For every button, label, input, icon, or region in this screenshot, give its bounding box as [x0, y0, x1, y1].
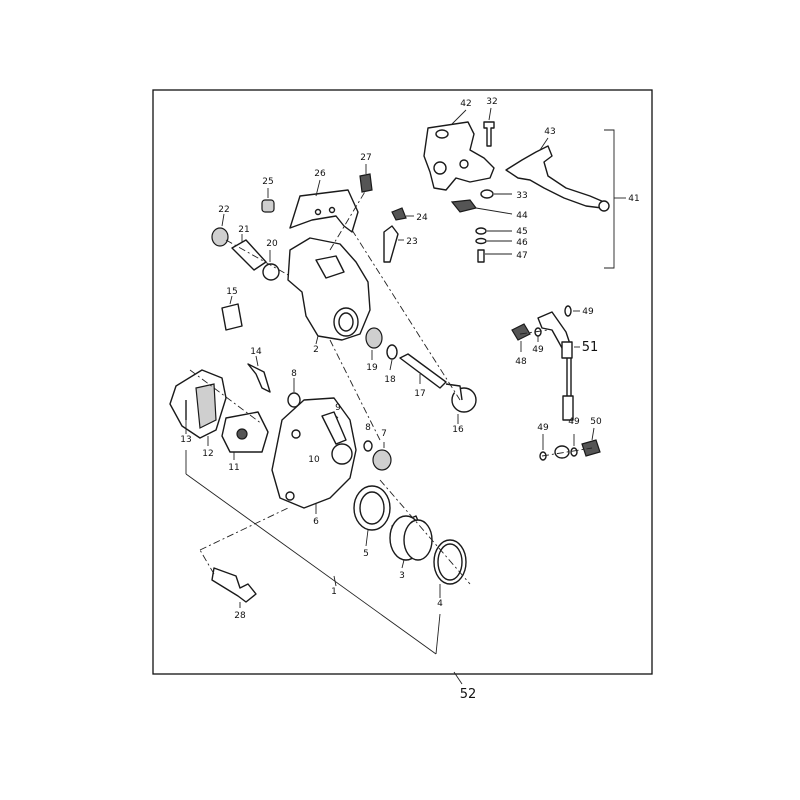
slide-pin-9	[321, 411, 347, 445]
callout-18: 18	[384, 375, 396, 385]
callout-26: 26	[314, 169, 326, 179]
callout-42: 42	[460, 99, 471, 109]
sleeve-20	[262, 263, 280, 281]
callout-5: 5	[363, 549, 369, 559]
bleeder-screw-23	[383, 225, 399, 263]
washer-8-b	[363, 440, 373, 452]
callout-52: 52	[460, 687, 477, 702]
callout-22: 22	[218, 205, 229, 215]
diagram-frame	[152, 89, 653, 675]
callout-44: 44	[516, 211, 528, 221]
clamp-hole	[433, 161, 447, 175]
callout-6: 6	[313, 517, 319, 527]
boot-25	[261, 199, 275, 213]
callout-20: 20	[266, 239, 278, 249]
piston-assembly	[211, 485, 467, 608]
callout-9: 9	[335, 403, 341, 413]
callout-4: 4	[437, 599, 443, 609]
callout-15: 15	[226, 287, 237, 297]
callout-28: 28	[234, 611, 246, 621]
callout-49-a: 49	[582, 307, 594, 317]
seal-19	[365, 327, 383, 349]
washer-49-a	[564, 305, 572, 317]
washer-46	[475, 237, 487, 245]
boot-7	[372, 449, 392, 471]
washer-45	[475, 227, 487, 235]
guide-pin-17	[399, 353, 447, 389]
pivot-bolt	[483, 121, 495, 147]
callout-8-b: 8	[365, 423, 371, 433]
callout-49-d: 49	[568, 417, 580, 427]
callout-3: 3	[399, 571, 405, 581]
callout-10: 10	[308, 455, 320, 465]
caliper-assembly	[211, 164, 477, 424]
callout-48: 48	[515, 357, 527, 367]
brake-lever	[505, 145, 605, 209]
boot-22	[211, 227, 229, 247]
spring-clip-14	[247, 363, 271, 393]
callout-21: 21	[238, 225, 249, 235]
callout-47: 47	[516, 251, 527, 261]
callout-24: 24	[416, 213, 428, 223]
screw-47	[477, 249, 485, 263]
callout-labels: 1 2 3 4 5 6 7 8 8 9 10 11 12 13 14 15 16…	[180, 97, 639, 702]
hose-banjo-bottom	[554, 445, 570, 459]
center-lines	[189, 189, 593, 585]
slide-pin-21	[231, 239, 267, 271]
bleeder-cap-24	[391, 207, 407, 221]
callout-17: 17	[414, 389, 425, 399]
bracket-41	[604, 129, 615, 269]
pad-backing-12	[195, 383, 217, 429]
callout-12: 12	[202, 449, 213, 459]
washer-49-d	[570, 447, 578, 457]
callout-50: 50	[590, 417, 602, 427]
callout-27: 27	[360, 153, 371, 163]
pivot-hole	[459, 159, 469, 169]
callout-7: 7	[381, 429, 387, 439]
callout-23: 23	[406, 237, 417, 247]
callout-41: 41	[628, 194, 639, 204]
hose-fitting	[561, 341, 573, 359]
callout-43: 43	[544, 127, 555, 137]
callout-8-a: 8	[291, 369, 297, 379]
brake-hose-assembly	[511, 305, 601, 461]
master-cylinder-body	[423, 121, 495, 191]
washer-33	[480, 189, 494, 199]
banjo-bolt-48	[511, 323, 531, 341]
callout-46: 46	[516, 238, 528, 248]
callout-2: 2	[313, 345, 319, 355]
callout-1: 1	[331, 587, 337, 597]
callout-45: 45	[516, 227, 527, 237]
assembly-leaders	[185, 450, 463, 685]
reservoir-cap	[435, 129, 449, 139]
callout-16: 16	[452, 425, 464, 435]
lever-ball-end	[598, 200, 610, 212]
hose-lower-fitting	[562, 395, 574, 421]
bleeder-27	[359, 173, 373, 193]
brake-light-switch	[450, 199, 478, 213]
callout-25: 25	[262, 177, 273, 187]
callout-33: 33	[516, 191, 527, 201]
callout-14: 14	[250, 347, 262, 357]
callout-11: 11	[228, 463, 239, 473]
callout-49-b: 49	[532, 345, 544, 355]
callout-13: 13	[180, 435, 191, 445]
callout-32: 32	[486, 97, 497, 107]
washer-18	[386, 344, 398, 360]
pad-spring-15	[221, 303, 243, 331]
washer-8-a	[287, 392, 301, 408]
caliper-bracket-26	[289, 189, 359, 233]
mounting-bolt-28	[211, 567, 257, 603]
callout-49-c: 49	[537, 423, 549, 433]
callout-51: 51	[582, 340, 599, 355]
master-cylinder-assembly	[423, 107, 626, 269]
callout-19: 19	[366, 363, 378, 373]
pad-assembly	[169, 355, 392, 514]
